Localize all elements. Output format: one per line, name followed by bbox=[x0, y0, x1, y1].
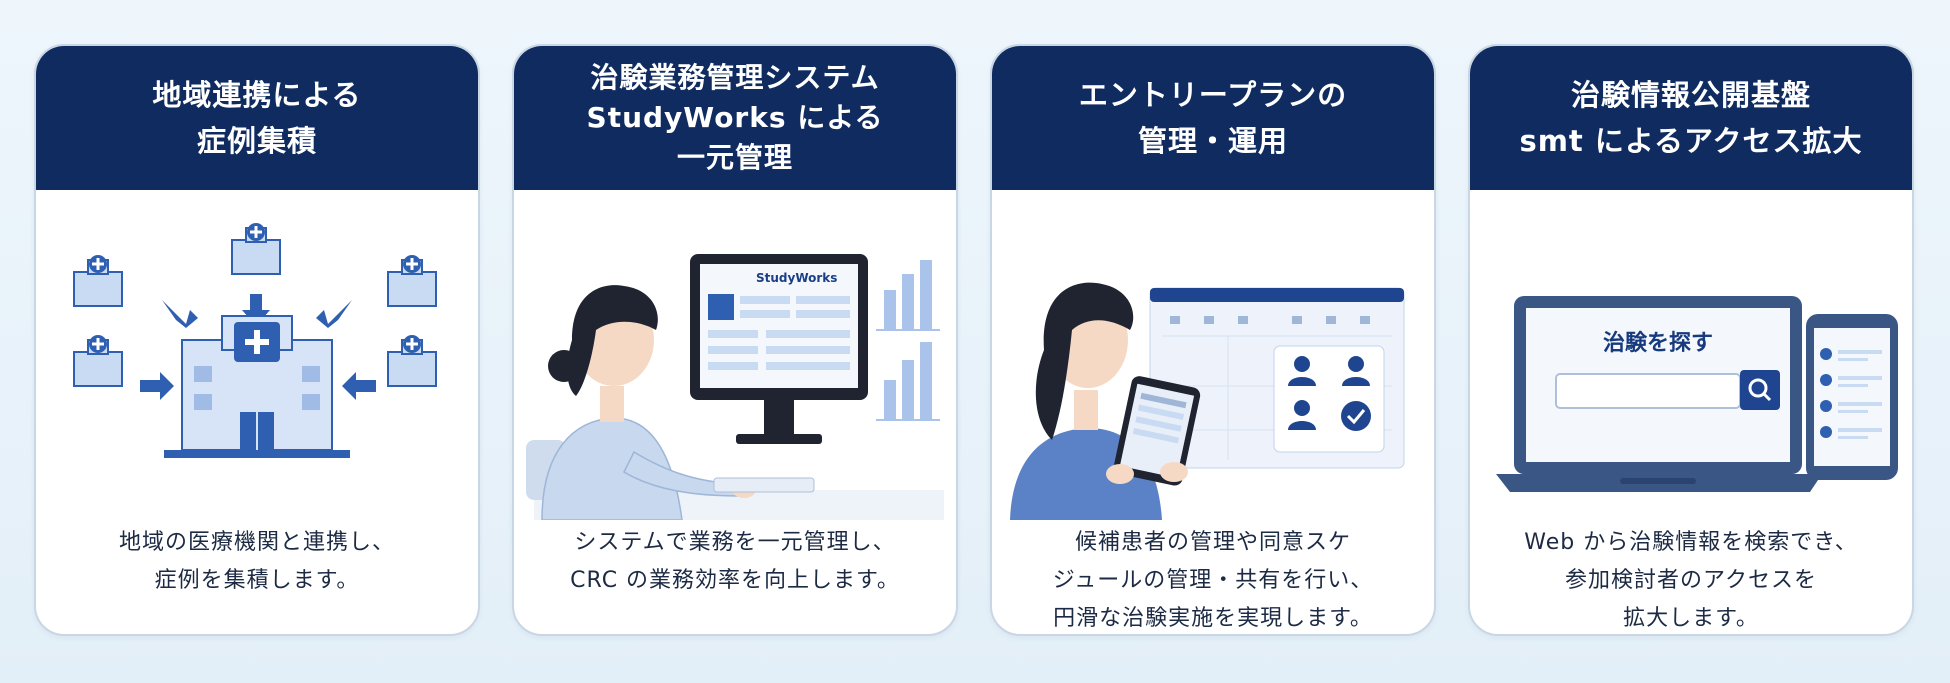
card-description: 地域の医療機関と連携し、 症例を集積します。 bbox=[36, 524, 478, 600]
card-title-line: 一元管理 bbox=[676, 141, 793, 174]
card-description: システムで業務を一元管理し、 CRC の業務効率を向上します。 bbox=[514, 524, 956, 600]
search-button bbox=[1740, 370, 1780, 410]
card-entry-plan: エントリープランの 管理・運用 bbox=[990, 44, 1436, 636]
card-desc-line: 円滑な治験実施を実現します。 bbox=[1053, 606, 1373, 631]
card-smt-access: 治験情報公開基盤 smt によるアクセス拡大 治験を探す bbox=[1468, 44, 1914, 636]
card-title-line: 治験情報公開基盤 bbox=[1570, 78, 1811, 112]
card-desc-line: Web から治験情報を検索でき、 bbox=[1524, 530, 1858, 555]
card-header: エントリープランの 管理・運用 bbox=[992, 46, 1434, 190]
card-description: 候補患者の管理や同意スケ ジュールの管理・共有を行い、 円滑な治験実施を実現しま… bbox=[992, 524, 1434, 634]
card-title-line: 症例集積 bbox=[196, 124, 317, 158]
card-description: Web から治験情報を検索でき、 参加検討者のアクセスを 拡大します。 bbox=[1470, 524, 1912, 634]
screen-title: StudyWorks bbox=[756, 271, 837, 285]
search-icon bbox=[1748, 378, 1768, 398]
card-header: 治験情報公開基盤 smt によるアクセス拡大 bbox=[1470, 46, 1912, 190]
card-desc-line: ジュールの管理・共有を行い、 bbox=[1052, 568, 1374, 593]
woman-with-tablet-icon bbox=[992, 190, 1434, 520]
card-desc-line: CRC の業務効率を向上します。 bbox=[570, 568, 900, 593]
card-header: 治験業務管理システム StudyWorks による 一元管理 bbox=[514, 46, 956, 190]
card-title-line: 管理・運用 bbox=[1137, 124, 1288, 158]
card-title-line: エントリープランの bbox=[1078, 78, 1348, 112]
card-desc-line: 拡大します。 bbox=[1623, 606, 1759, 631]
card-desc-line: システムで業務を一元管理し、 bbox=[574, 530, 896, 555]
card-title-line: 地域連携による bbox=[152, 78, 362, 112]
card-desc-line: 候補患者の管理や同意スケ bbox=[1074, 530, 1351, 555]
card-title-line: smt によるアクセス拡大 bbox=[1519, 124, 1863, 158]
card-studyworks: 治験業務管理システム StudyWorks による 一元管理 bbox=[512, 44, 958, 636]
hospital-network-icon bbox=[36, 190, 478, 520]
card-title-line: StudyWorks による bbox=[586, 101, 884, 134]
search-input bbox=[1555, 373, 1741, 409]
card-regional-cooperation: 地域連携による 症例集積 bbox=[34, 44, 480, 636]
card-desc-line: 地域の医療機関と連携し、 bbox=[118, 530, 395, 555]
search-heading: 治験を探す bbox=[1603, 330, 1713, 356]
woman-at-computer-icon: StudyWorks bbox=[514, 190, 956, 520]
card-header: 地域連携による 症例集積 bbox=[36, 46, 478, 190]
laptop-and-phone-icon: 治験を探す bbox=[1470, 190, 1912, 520]
card-desc-line: 参加検討者のアクセスを bbox=[1565, 568, 1817, 593]
card-desc-line: 症例を集積します。 bbox=[154, 568, 360, 593]
card-title-line: 治験業務管理システム bbox=[590, 61, 880, 94]
